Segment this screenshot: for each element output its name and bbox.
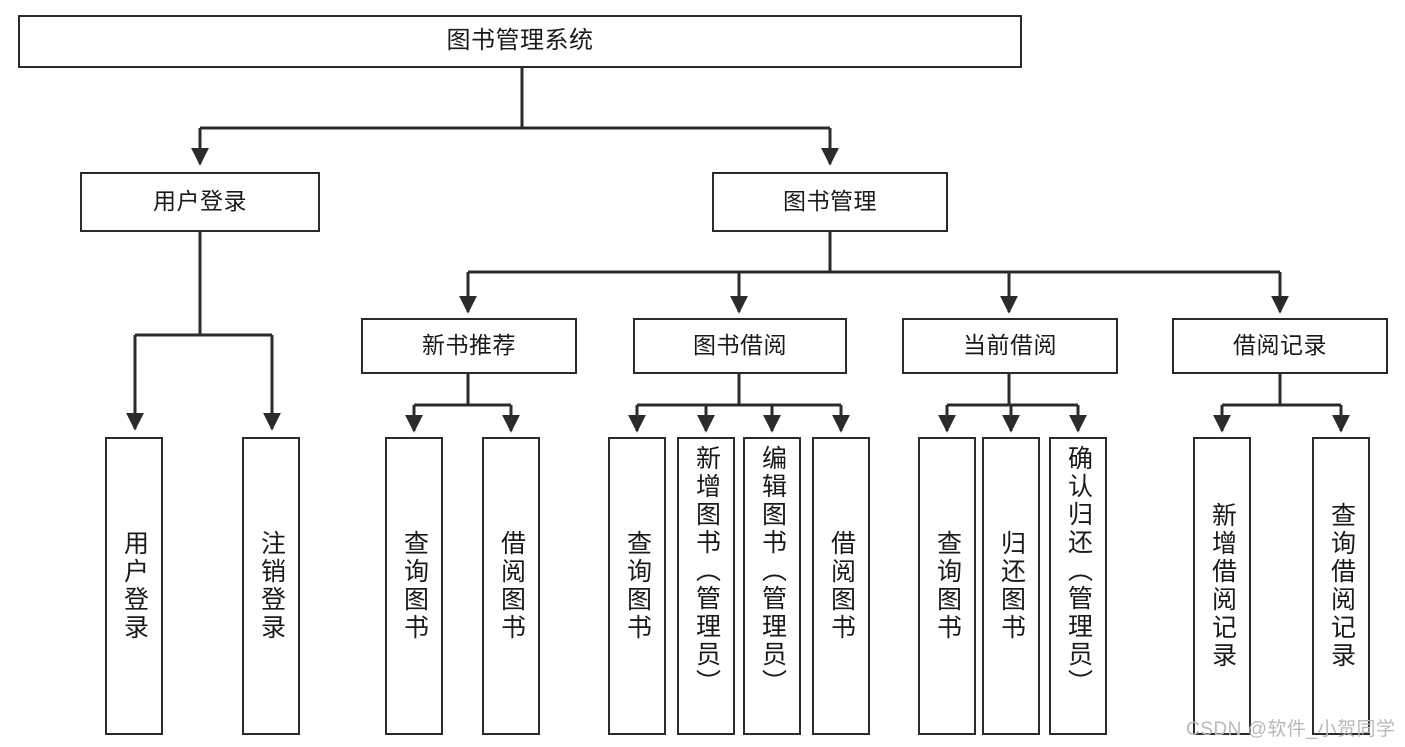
node-label: 新增借阅记录: [1208, 502, 1237, 670]
node-label: 借阅图书: [827, 530, 856, 642]
node-label: 查询图书: [623, 530, 652, 642]
node-label: 注销登录: [257, 530, 286, 642]
node-user-login[interactable]: 用户登录: [80, 172, 320, 232]
node-label: 归还图书: [997, 530, 1026, 642]
node-leaf-edit-book[interactable]: 编辑图书（管理员）: [743, 437, 801, 735]
node-leaf-logout[interactable]: 注销登录: [242, 437, 300, 735]
node-label: 用户登录: [120, 530, 149, 642]
node-label: 查询图书: [933, 530, 962, 642]
node-leaf-add-book[interactable]: 新增图书（管理员）: [677, 437, 735, 735]
node-label: 用户登录: [153, 188, 247, 215]
node-leaf-query-book-2[interactable]: 查询图书: [608, 437, 666, 735]
node-label: 借阅记录: [1233, 332, 1327, 359]
node-label: 借阅图书: [497, 530, 526, 642]
node-label: 查询借阅记录: [1327, 502, 1356, 670]
node-leaf-add-record[interactable]: 新增借阅记录: [1193, 437, 1251, 735]
node-label: 新增图书（管理员）: [692, 445, 721, 697]
node-new-book-recommend[interactable]: 新书推荐: [361, 318, 577, 374]
watermark-text: CSDN @软件_小贺同学: [1186, 719, 1396, 740]
node-root-system[interactable]: 图书管理系统: [18, 15, 1022, 68]
node-leaf-query-book-1[interactable]: 查询图书: [385, 437, 443, 735]
node-label: 确认归还（管理员）: [1064, 445, 1093, 697]
node-label: 图书管理: [783, 188, 877, 215]
node-book-borrow[interactable]: 图书借阅: [633, 318, 847, 374]
node-label: 新书推荐: [422, 332, 516, 359]
node-label: 查询图书: [400, 530, 429, 642]
node-borrow-record[interactable]: 借阅记录: [1172, 318, 1388, 374]
node-leaf-query-record[interactable]: 查询借阅记录: [1312, 437, 1370, 735]
node-leaf-return-book[interactable]: 归还图书: [982, 437, 1040, 735]
node-leaf-borrow-book-2[interactable]: 借阅图书: [812, 437, 870, 735]
node-leaf-borrow-book-1[interactable]: 借阅图书: [482, 437, 540, 735]
node-label: 图书借阅: [693, 332, 787, 359]
node-leaf-confirm-return[interactable]: 确认归还（管理员）: [1049, 437, 1107, 735]
node-label: 图书管理系统: [446, 27, 594, 55]
node-current-borrow[interactable]: 当前借阅: [902, 318, 1118, 374]
node-leaf-query-book-3[interactable]: 查询图书: [918, 437, 976, 735]
node-label: 当前借阅: [963, 332, 1057, 359]
node-label: 编辑图书（管理员）: [758, 445, 787, 697]
node-leaf-user-login[interactable]: 用户登录: [105, 437, 163, 735]
node-book-management[interactable]: 图书管理: [712, 172, 948, 232]
